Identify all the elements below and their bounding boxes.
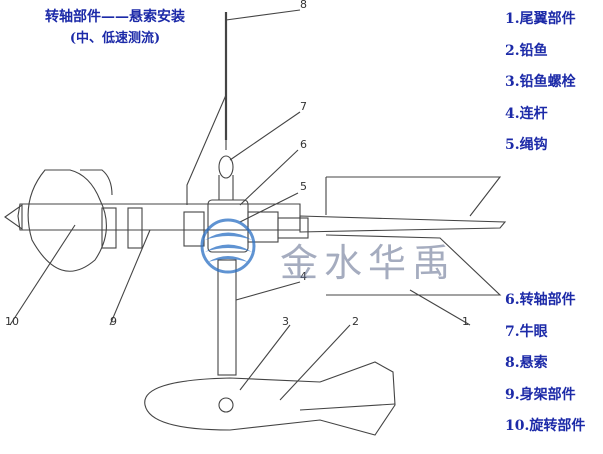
lead-fish <box>144 361 396 436</box>
legend-item: 2.铅鱼 <box>505 42 548 59</box>
body-frame <box>17 203 301 231</box>
leader-2 <box>279 324 351 401</box>
ox-eye <box>218 155 234 179</box>
legend-item: 6.转轴部件 <box>505 292 576 308</box>
body-band-1 <box>101 207 117 249</box>
page-subtitle: (中、低速测流) <box>69 31 161 46</box>
legend-bottom: 6.转轴部件 7.牛眼 8.悬索 9.身架部件 10.旋转部件 <box>505 290 585 448</box>
callout-3: 3 <box>282 315 289 328</box>
callout-10: 10 <box>5 315 19 328</box>
legend-item: 1.尾翼部件 <box>505 11 576 27</box>
legend-item: 4.连杆 <box>505 105 548 122</box>
legend-item: 10.旋转部件 <box>505 418 586 434</box>
rotor-blade <box>27 169 107 272</box>
leader-3 <box>239 324 291 391</box>
leader-5 <box>239 192 299 223</box>
leader-7 <box>229 111 301 161</box>
callout-4: 4 <box>300 270 307 283</box>
callout-9: 9 <box>110 315 117 328</box>
callout-5: 5 <box>300 180 307 193</box>
tail-boom <box>299 215 507 233</box>
callout-1: 1 <box>462 315 469 328</box>
tail-fin <box>325 176 502 296</box>
callout-2: 2 <box>352 315 359 328</box>
leader-10 <box>9 224 76 326</box>
body-band-2 <box>127 207 143 249</box>
legend-item: 3.铅鱼螺栓 <box>505 74 576 90</box>
legend-item: 9.身架部件 <box>505 386 576 403</box>
callout-8: 8 <box>300 0 307 11</box>
leader-8 <box>225 9 301 21</box>
watermark-logo <box>200 218 256 274</box>
leader-6 <box>239 149 299 206</box>
legend-item: 7.牛眼 <box>505 323 548 340</box>
fish-bolt <box>218 397 234 413</box>
callout-7: 7 <box>300 100 307 113</box>
legend-item: 5.绳钩 <box>505 137 548 153</box>
callout-6: 6 <box>300 138 307 151</box>
leader-9 <box>109 229 151 326</box>
connecting-rod <box>217 259 237 376</box>
page-title: 转轴部件——悬索安装 <box>45 9 185 25</box>
legend-top: 1.尾翼部件 2.铅鱼 3.铅鱼螺栓 4.连杆 5.绳钩 <box>505 9 576 167</box>
shaft-hub <box>207 199 249 253</box>
legend-item: 8.悬索 <box>505 355 548 371</box>
cable-brace <box>186 94 227 205</box>
leader-1 <box>409 289 471 326</box>
watermark-text: 金水华禹 <box>280 241 457 285</box>
leader-4 <box>235 281 301 301</box>
